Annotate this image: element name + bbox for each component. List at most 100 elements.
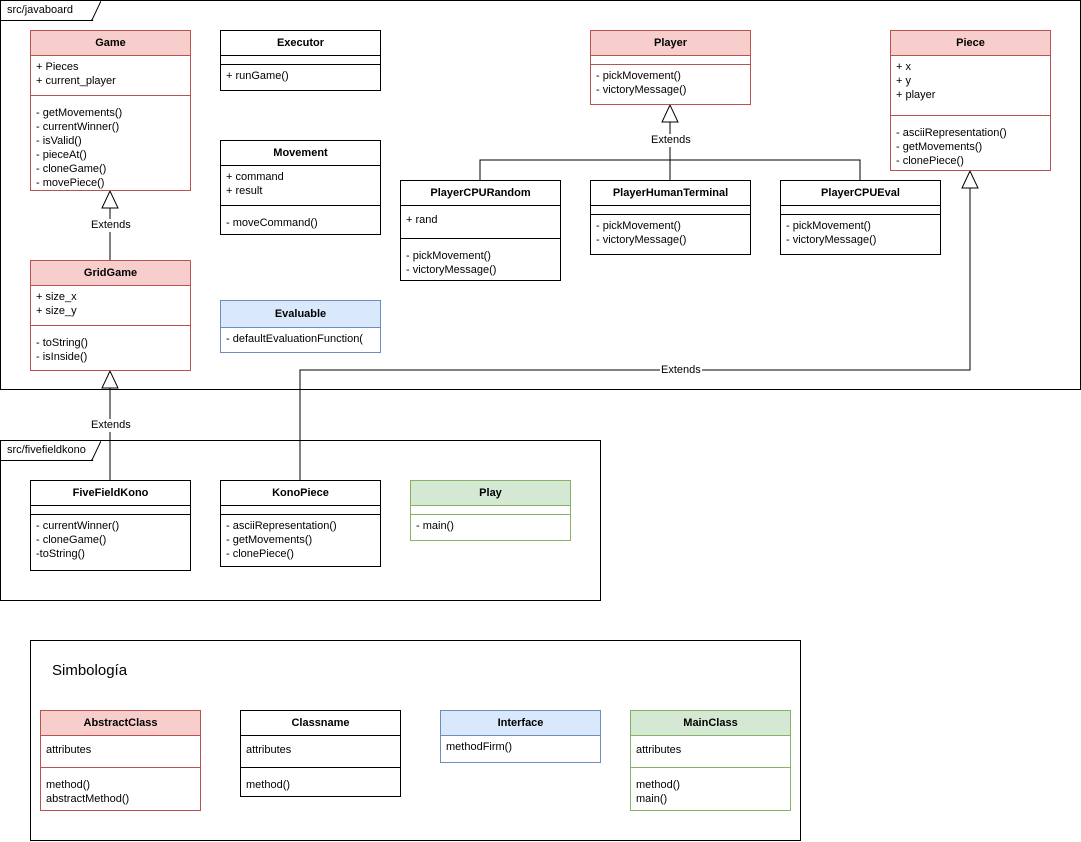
class-name: Piece [891, 31, 1050, 56]
legend-title: Simbología [52, 662, 128, 679]
package-label: src/javaboard [7, 4, 74, 16]
method: + runGame() [226, 70, 289, 82]
method: abstractMethod() [46, 793, 130, 805]
methods-section: - pickMovement() - victoryMessage() [591, 214, 750, 251]
method: - victoryMessage() [406, 264, 497, 276]
package-tab: src/fivefieldkono [1, 441, 101, 461]
class-name: Interface [441, 711, 600, 736]
extends-label: Extends [650, 134, 692, 147]
package-label: src/fivefieldkono [7, 444, 86, 456]
class-name: PlayerCPUEval [781, 181, 940, 206]
class-player[interactable]: Player - pickMovement() - victoryMessage… [590, 30, 751, 105]
class-piece[interactable]: Piece + x + y + player - asciiRepresenta… [890, 30, 1051, 171]
class-play[interactable]: Play - main() [410, 480, 571, 541]
attributes-section: + command + result [221, 166, 380, 205]
attributes-section [781, 206, 940, 214]
class-name: FiveFieldKono [31, 481, 190, 506]
methods-section: - pickMovement() - victoryMessage() [591, 64, 750, 101]
class-name: Game [31, 31, 190, 56]
attribute: + current_player [36, 75, 116, 87]
class-playercpueval[interactable]: PlayerCPUEval - pickMovement() - victory… [780, 180, 941, 255]
attribute: + command [226, 171, 284, 183]
class-fivefieldkono[interactable]: FiveFieldKono - currentWinner() - cloneG… [30, 480, 191, 571]
inheritance-arrow-gridgame [101, 369, 119, 389]
attributes-section [221, 506, 380, 514]
class-konopiece[interactable]: KonoPiece - asciiRepresentation() - getM… [220, 480, 381, 567]
method: method() [246, 779, 291, 791]
methods-section: methodFirm() [441, 736, 600, 758]
attributes-section: + rand [401, 206, 560, 238]
package-fivefieldkono: src/fivefieldkono [0, 440, 601, 601]
attribute: + rand [406, 214, 438, 226]
methods-section: - moveCommand() [221, 205, 380, 234]
class-name: Executor [221, 31, 380, 56]
attribute: + x [896, 61, 911, 73]
attributes-section [31, 506, 190, 514]
class-name: MainClass [631, 711, 790, 736]
attribute: attributes [636, 744, 682, 756]
attribute: attributes [46, 744, 92, 756]
method: - victoryMessage() [596, 234, 687, 246]
method: - isInside() [36, 351, 88, 363]
method: - isValid() [36, 135, 82, 147]
method: - pieceAt() [36, 149, 87, 161]
extends-label: Extends [90, 419, 132, 432]
class-name: AbstractClass [41, 711, 200, 736]
attribute: + size_x [36, 291, 77, 303]
method: - currentWinner() [36, 121, 120, 133]
methods-section: - asciiRepresentation() - getMovements()… [221, 514, 380, 565]
class-movement[interactable]: Movement + command + result - moveComman… [220, 140, 381, 235]
class-playercpurandom[interactable]: PlayerCPURandom + rand - pickMovement() … [400, 180, 561, 281]
methods-section: + runGame() [221, 64, 380, 87]
method: - getMovements() [896, 141, 983, 153]
inheritance-arrow-player [661, 103, 679, 123]
attributes-section: attributes [631, 736, 790, 767]
class-executor[interactable]: Executor + runGame() [220, 30, 381, 91]
method: - victoryMessage() [596, 84, 687, 96]
package-tab: src/javaboard [1, 1, 101, 21]
attributes-section: attributes [241, 736, 400, 767]
method: - main() [416, 520, 454, 532]
attribute: + y [896, 75, 911, 87]
inheritance-arrow-game [101, 189, 119, 209]
attributes-section [411, 506, 570, 514]
method: - asciiRepresentation() [896, 127, 1007, 139]
class-name: Play [411, 481, 570, 506]
method: - clonePiece() [226, 548, 294, 560]
class-gridgame[interactable]: GridGame + size_x + size_y - toString() … [30, 260, 191, 371]
class-name: PlayerCPURandom [401, 181, 560, 206]
class-name: Player [591, 31, 750, 56]
method: - cloneGame() [36, 163, 107, 175]
attribute: + Pieces [36, 61, 79, 73]
method: - getMovements() [36, 107, 123, 119]
methods-section: - main() [411, 514, 570, 537]
class-playerhumanterminal[interactable]: PlayerHumanTerminal - pickMovement() - v… [590, 180, 751, 255]
method: -toString() [36, 548, 85, 560]
methods-section: - pickMovement() - victoryMessage() [401, 238, 560, 281]
method: method() [636, 779, 681, 791]
methods-section: - pickMovement() - victoryMessage() [781, 214, 940, 251]
method: - defaultEvaluationFunction( [226, 333, 363, 345]
method: method() [46, 779, 91, 791]
extends-label: Extends [90, 219, 132, 232]
attributes-section [591, 206, 750, 214]
class-game[interactable]: Game + Pieces + current_player - getMove… [30, 30, 191, 191]
attribute: attributes [246, 744, 292, 756]
methods-section: method() main() [631, 767, 790, 810]
method: - currentWinner() [36, 520, 120, 532]
method: - pickMovement() [596, 220, 681, 232]
extends-line-konopiece-piece [299, 188, 971, 480]
class-name: GridGame [31, 261, 190, 286]
method: - victoryMessage() [786, 234, 877, 246]
attribute: + size_y [36, 305, 77, 317]
legend-interface: Interface methodFirm() [440, 710, 601, 763]
method: - asciiRepresentation() [226, 520, 337, 532]
method: - cloneGame() [36, 534, 107, 546]
inheritance-arrow-piece [961, 169, 979, 189]
interface-evaluable[interactable]: Evaluable - defaultEvaluationFunction( [220, 300, 381, 353]
method: methodFirm() [446, 741, 513, 753]
attributes-section [591, 56, 750, 64]
legend-box [30, 640, 801, 841]
method: - movePiece() [36, 177, 105, 189]
methods-section: - getMovements() - currentWinner() - isV… [31, 95, 190, 194]
